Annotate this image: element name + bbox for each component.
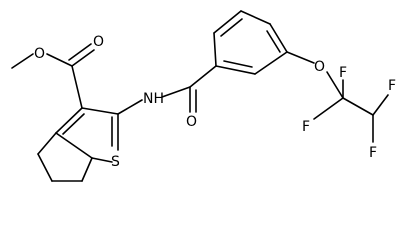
benzene-ring <box>213 10 288 75</box>
bond <box>372 94 389 116</box>
atom-label-ether-o-aryl: O <box>314 59 325 75</box>
bond <box>46 53 73 67</box>
atom-label-fluorine: F <box>302 119 310 135</box>
bond <box>55 132 93 159</box>
atom-label-sulfur: S <box>111 154 120 170</box>
methyl-ester-group <box>11 43 95 109</box>
bond <box>313 97 344 120</box>
cyclopentane-ring <box>37 132 93 182</box>
bond <box>326 71 344 99</box>
bond <box>342 97 374 116</box>
bond <box>71 65 83 109</box>
bond <box>286 51 315 64</box>
atom-label-ether-o-ester: O <box>34 46 45 62</box>
atom-label-nitrogen: NH <box>143 91 164 107</box>
bond <box>240 10 271 25</box>
bond <box>81 157 93 182</box>
bond <box>269 23 288 53</box>
atom-label-fluorine: F <box>369 145 377 161</box>
bond <box>161 86 191 98</box>
bond <box>71 49 95 67</box>
thiophene-ring <box>55 107 119 163</box>
bond <box>37 153 53 182</box>
bond <box>62 113 85 135</box>
bond <box>91 157 113 163</box>
bond <box>81 107 119 115</box>
bond <box>266 30 281 53</box>
bond <box>215 65 256 75</box>
bond <box>117 99 143 115</box>
bond <box>213 32 217 67</box>
bond <box>213 10 242 34</box>
atom-label-fluorine: F <box>388 78 396 94</box>
bond <box>37 132 57 155</box>
chemical-structure-diagram: O O NH S O O F F F F <box>11 10 396 182</box>
atom-label-carbonyl-o-ester: O <box>93 34 104 50</box>
tetrafluoroethoxy-group <box>286 51 389 143</box>
bond <box>254 51 288 75</box>
bond <box>220 18 243 37</box>
bond <box>68 43 92 61</box>
bond <box>189 65 217 88</box>
bond <box>11 53 34 69</box>
amide-linker <box>117 65 217 115</box>
bond <box>223 60 253 68</box>
atom-label-carbonyl-o-amide: O <box>186 114 197 130</box>
atom-label-fluorine: F <box>339 65 347 81</box>
bond <box>55 107 83 134</box>
atom-labels: O O NH S O O F F F F <box>34 34 396 170</box>
